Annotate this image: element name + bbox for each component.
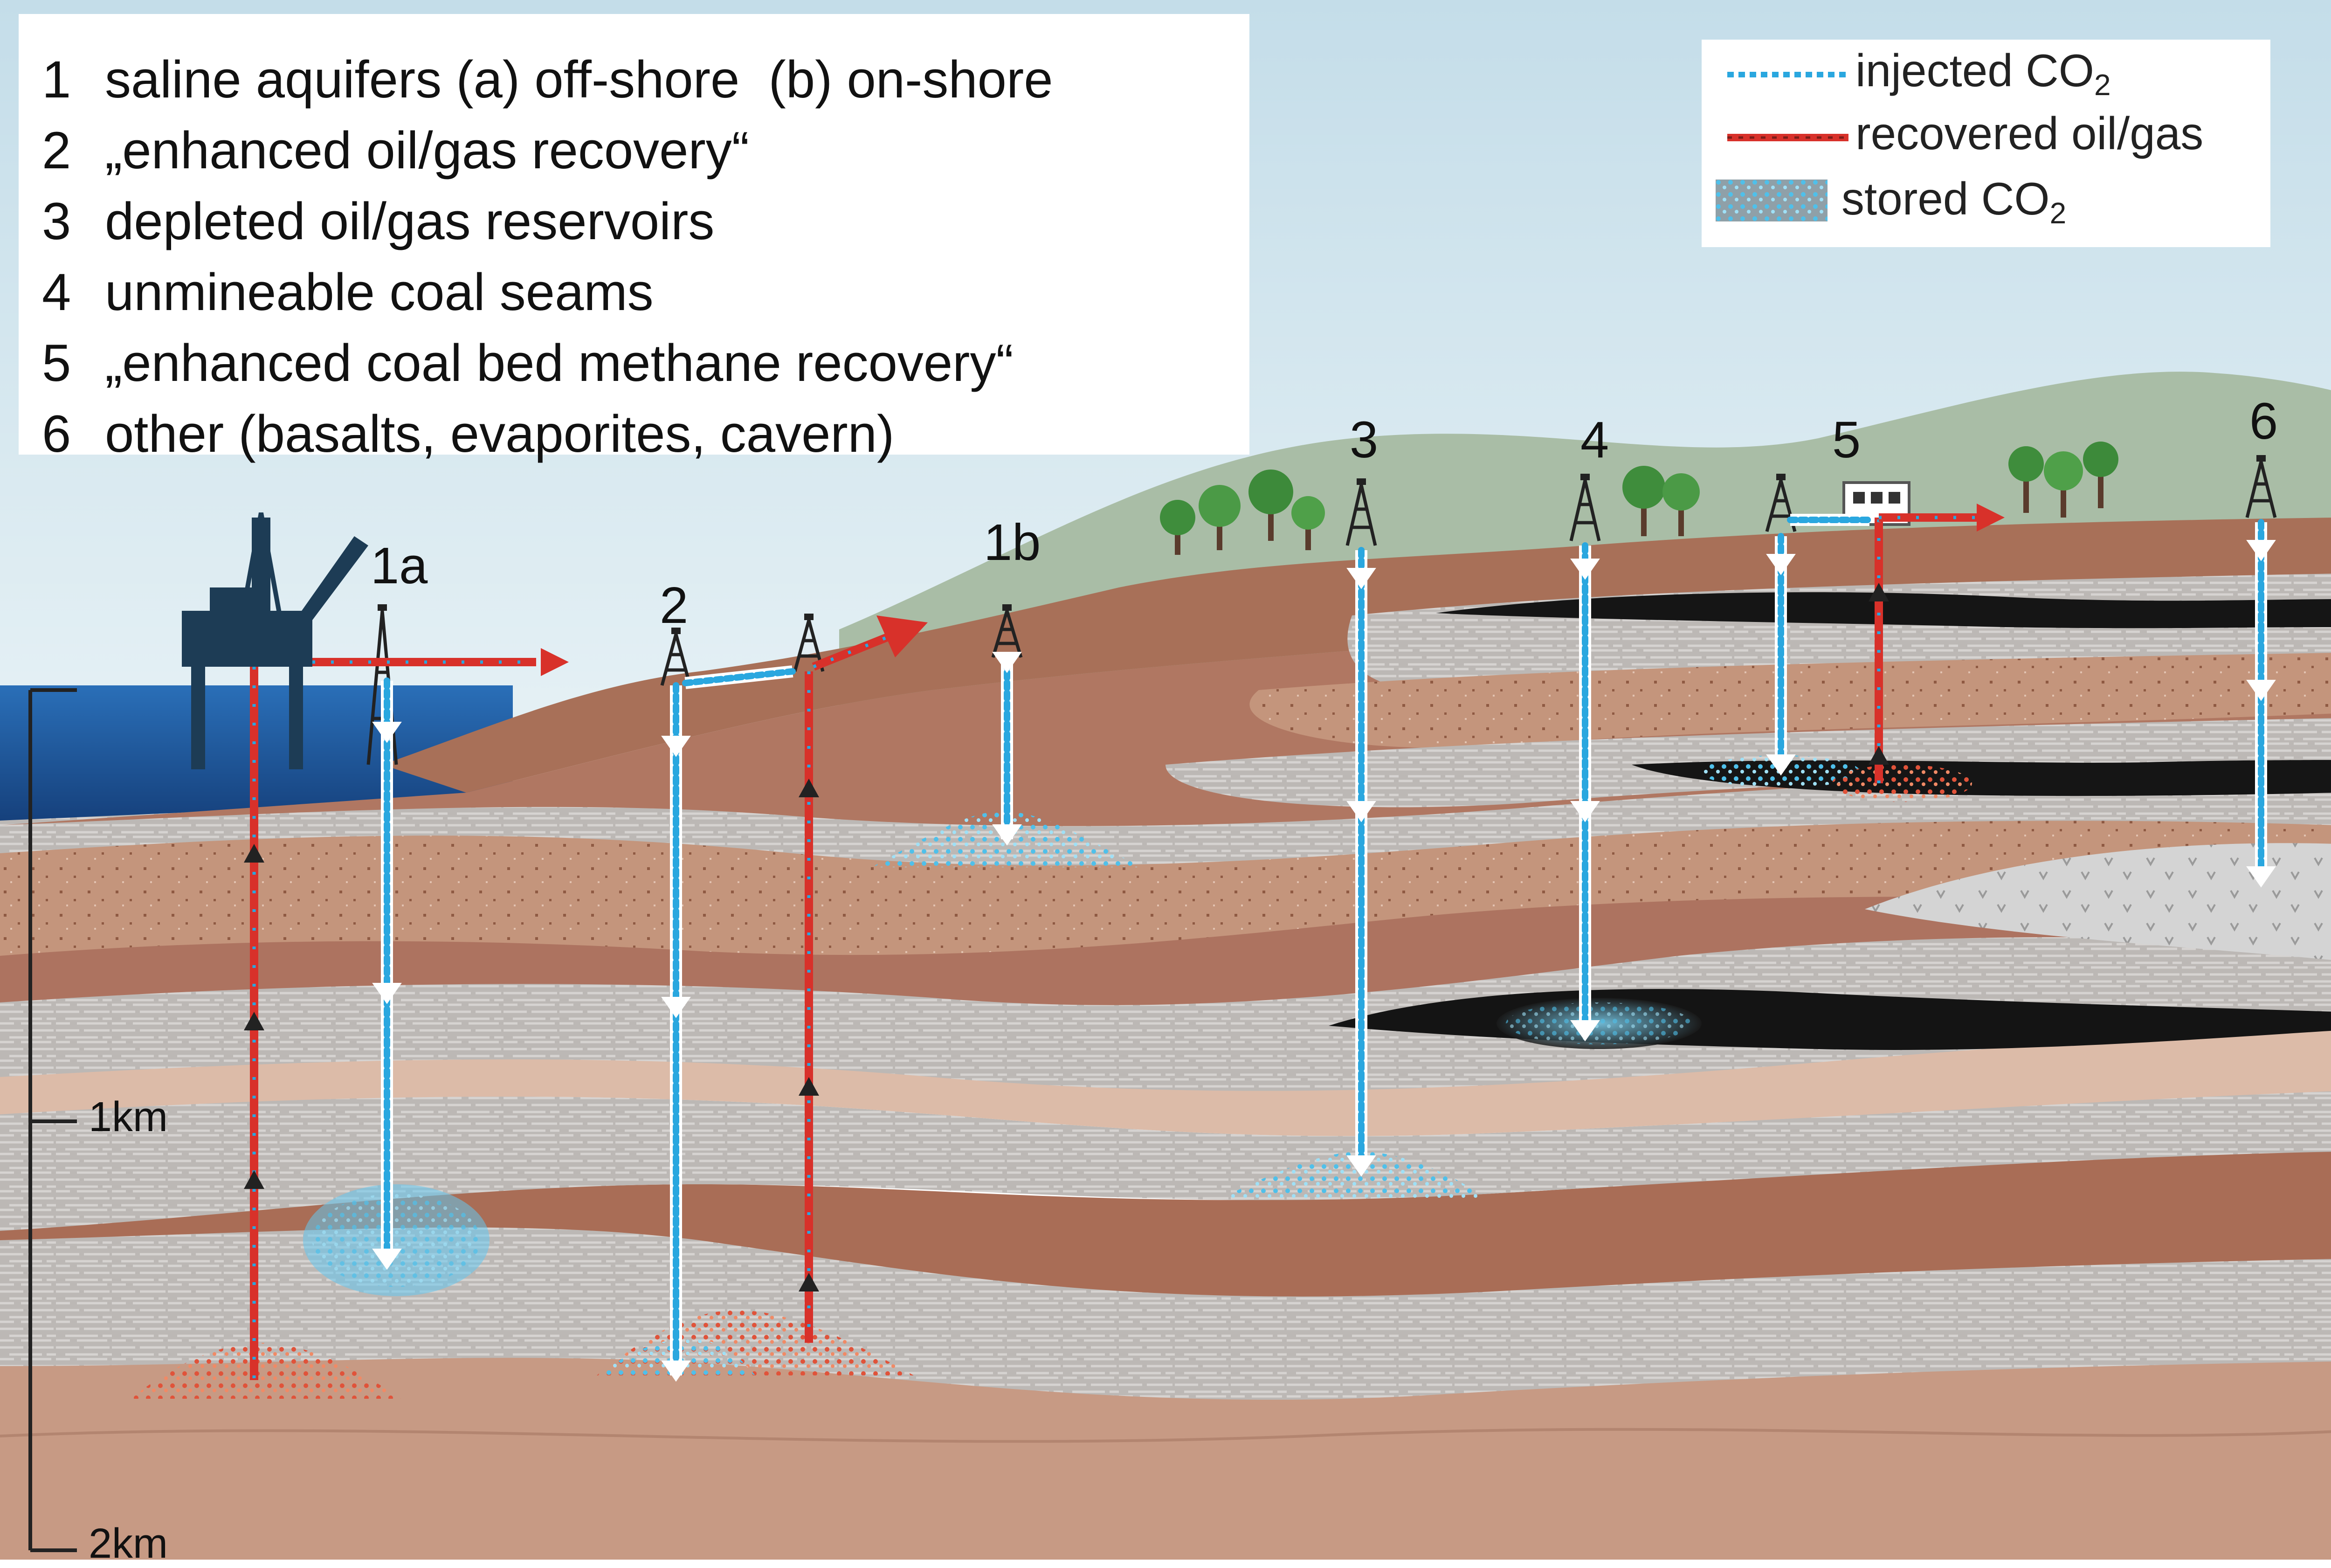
legend-number: 3 xyxy=(42,192,71,250)
derrick-3 xyxy=(1345,478,1377,546)
depth-label-2km: 2km xyxy=(89,1520,168,1567)
flow-arrow xyxy=(661,1361,691,1382)
flow-arrow xyxy=(1570,559,1600,580)
site-label-1b: 1b xyxy=(984,514,1041,571)
brown-layer-3 xyxy=(0,892,2331,1005)
grey-layer-4 xyxy=(0,933,2331,1091)
flow-arrow xyxy=(1346,801,1376,822)
flow-arrow xyxy=(1570,1020,1600,1042)
flow-arrow xyxy=(2246,866,2276,888)
grey-layer-5 xyxy=(0,1086,2331,1231)
depth-scale xyxy=(28,688,77,1552)
legend-number: 2 xyxy=(42,121,71,180)
derrick-1b xyxy=(991,604,1023,658)
flow-arrow xyxy=(1570,801,1600,822)
flow-arrow xyxy=(1766,554,1796,575)
light-brown-layer xyxy=(0,1026,2331,1136)
legend-text: „enhanced coal bed methane recovery“ xyxy=(105,333,1014,392)
sand-layer xyxy=(0,816,2331,956)
derrick-6 xyxy=(2245,455,2277,518)
flow-arrow xyxy=(372,722,402,743)
legend-number: 5 xyxy=(42,333,71,392)
legend-text: „enhanced oil/gas recovery“ xyxy=(105,121,750,180)
key-recovered-text: recovered oil/gas xyxy=(1855,108,2204,159)
flow-arrow xyxy=(1766,754,1796,776)
coal-seam-upper xyxy=(1436,592,2331,629)
stored-swatch xyxy=(1716,180,1828,221)
flow-lines xyxy=(244,504,2276,1382)
grey-layer-2 xyxy=(0,768,2331,866)
flow-arrow xyxy=(661,997,691,1018)
flow-arrow xyxy=(372,983,402,1004)
legend-item-3: 3 depleted oil/gas reservoirs xyxy=(42,188,714,254)
legend-item-6: 6 other (basalts, evaporites, cavern) xyxy=(42,401,894,466)
flow-arrow xyxy=(2246,680,2276,701)
site-label-6: 6 xyxy=(2249,393,2278,450)
flow-arrow xyxy=(992,652,1022,673)
legend-number: 1 xyxy=(42,50,71,109)
legend-item-4: 4 unmineable coal seams xyxy=(42,259,654,325)
grey-layer-7 xyxy=(0,1221,2331,1400)
legend-text: saline aquifers (a) off-shore (b) on-sho… xyxy=(105,50,1053,109)
depth-label-1km: 1km xyxy=(89,1094,168,1140)
tree-cluster-3 xyxy=(2008,442,2118,518)
evaporite-body xyxy=(1865,843,2331,960)
derrick-2-recover xyxy=(793,614,825,672)
flow-arrow xyxy=(992,824,1022,846)
flow-arrow xyxy=(541,648,569,676)
site-label-2: 2 xyxy=(660,577,689,634)
tree-cluster-1 xyxy=(1160,470,1325,555)
legend-text: other (basalts, evaporites, cavern) xyxy=(105,404,895,463)
site-label-4: 4 xyxy=(1580,411,1609,469)
flow-arrow xyxy=(1346,568,1376,589)
legend-text: unmineable coal seams xyxy=(105,262,654,321)
deep-layer xyxy=(0,1352,2331,1560)
flow-arrow xyxy=(876,615,928,657)
legend-box xyxy=(19,14,1249,455)
injected-swatch xyxy=(1727,72,1848,77)
key-injected-sub: 2 xyxy=(2094,68,2111,102)
recovery-pipe-2 xyxy=(812,630,897,671)
site-label-3: 3 xyxy=(1350,411,1379,469)
key-stored-text: stored CO xyxy=(1841,173,2050,224)
flow-arrow xyxy=(372,1249,402,1270)
tree-cluster-2 xyxy=(1622,466,1700,536)
legend-item-5: 5 „enhanced coal bed methane recovery“ xyxy=(42,330,1014,395)
legend-text: depleted oil/gas reservoirs xyxy=(105,192,715,250)
legend-number: 6 xyxy=(42,404,71,463)
legend-item-1: 1 saline aquifers (a) off-shore (b) on-s… xyxy=(42,47,1053,112)
legend-number: 4 xyxy=(42,262,71,321)
key-recovered: recovered oil/gas xyxy=(1855,107,2203,160)
flow-arrow xyxy=(1869,746,1889,765)
flow-arrow xyxy=(1869,583,1889,601)
flow-arrow xyxy=(244,844,264,863)
flow-arrow xyxy=(1977,504,2005,532)
flow-arrow xyxy=(1346,1155,1376,1177)
flow-arrow xyxy=(799,779,819,797)
site-label-5: 5 xyxy=(1832,411,1861,469)
flow-arrow xyxy=(2246,540,2276,561)
offshore-platform xyxy=(182,512,368,769)
key-injected-text: injected CO xyxy=(1855,45,2095,96)
brown-layer-6 xyxy=(0,1147,2331,1297)
derrick-2-inject xyxy=(660,628,692,686)
reservoir-1a xyxy=(131,1343,401,1399)
flow-arrow xyxy=(244,1170,264,1189)
site-label-1a: 1a xyxy=(371,537,428,594)
flow-arrow xyxy=(244,1012,264,1030)
recovered-swatch xyxy=(1727,134,1848,141)
injection-pipe-2 xyxy=(682,665,796,689)
sand-wedge-upper xyxy=(1249,653,2331,748)
key-stored-sub: 2 xyxy=(2049,196,2067,230)
stored-co2-3 xyxy=(1221,1152,1487,1198)
flow-arrow xyxy=(799,1077,819,1096)
derrick-4 xyxy=(1569,474,1601,541)
legend-item-2: 2 „enhanced oil/gas recovery“ xyxy=(42,117,749,183)
flow-arrow xyxy=(799,1273,819,1292)
recovered-5-coal xyxy=(1832,765,1972,802)
flow-arrow xyxy=(661,736,691,757)
